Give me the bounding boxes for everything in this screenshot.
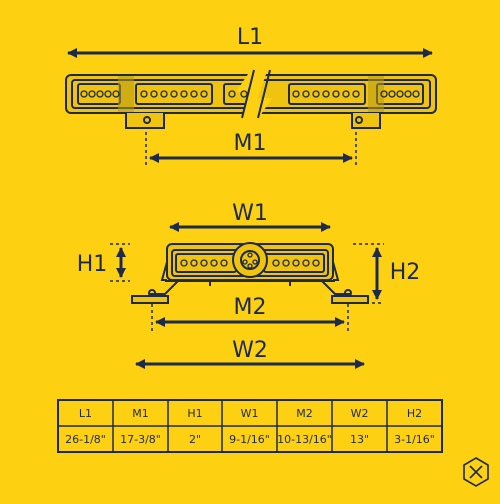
table-header-cell: W1 [241, 407, 259, 420]
led-dots-long [80, 90, 420, 98]
label-W2: W2 [232, 338, 268, 363]
table-value-cell: 26-1/8" [65, 433, 106, 446]
table-value-cell: 9-1/16" [229, 433, 270, 446]
label-M2: M2 [234, 295, 267, 320]
label-M1: M1 [234, 131, 267, 156]
x-hexagon-logo-icon [463, 457, 489, 487]
label-H2: H2 [390, 260, 421, 285]
long-lightbar-drawing [65, 48, 437, 129]
led-dots-mini [180, 252, 320, 269]
table-value-cell: 17-3/8" [120, 433, 161, 446]
table-value-cell: 13" [350, 433, 369, 446]
table-header-cell: H1 [187, 407, 202, 420]
mini-lightbar-drawing [110, 222, 384, 304]
table-value-cell: 3-1/16" [394, 433, 435, 446]
table-header-cell: M2 [296, 407, 313, 420]
label-W1: W1 [232, 201, 268, 226]
label-H1: H1 [77, 252, 108, 277]
spec-table: L1 M1 H1 W1 M2 W2 H2 26-1/8" 17-3/8" 2" … [57, 399, 443, 453]
table-header-cell: L1 [79, 407, 92, 420]
table-value-cell: 10-13/16" [277, 433, 332, 446]
label-L1: L1 [237, 25, 263, 50]
table-header-cell: M1 [132, 407, 149, 420]
table-value-cell: 2" [189, 433, 201, 446]
m2-dimension [151, 304, 349, 334]
table-header-cell: W2 [351, 407, 369, 420]
m1-dimension [145, 132, 357, 168]
table-header-cell: H2 [407, 407, 422, 420]
